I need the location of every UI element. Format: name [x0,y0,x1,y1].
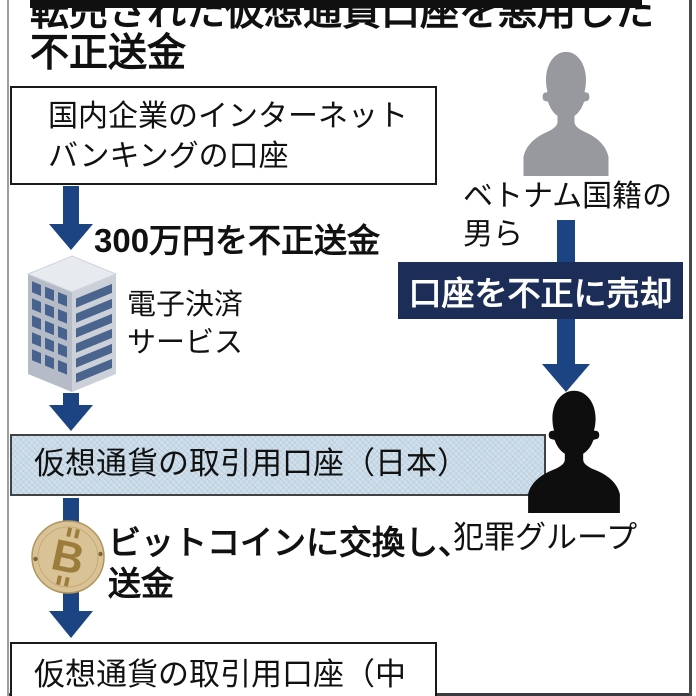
china-account-box: 仮想通貨の取引用口座（中国） [10,642,437,696]
down-arrow-icon [49,186,93,250]
source-account-line1: 国内企業のインターネット [48,100,408,133]
frame-right-border [689,0,692,696]
payment-service-line1: 電子決済 [127,289,244,321]
source-account-text: 国内企業のインターネット バンキングの口座 [12,88,435,177]
sell-account-banner: 口座を不正に売却 [398,262,683,319]
bitcoin-exchange-label: ビットコインに交換し、 送金 [108,522,471,604]
vietnamese-men-label: ベトナム国籍の 男ら [463,178,672,254]
crime-group-label: 犯罪グループ [453,520,638,555]
payment-service-line2: サービス [127,327,244,359]
japan-account-text: 仮想通貨の取引用口座（日本） [34,446,468,481]
source-account-box: 国内企業のインターネット バンキングの口座 [10,86,437,185]
person-silhouette-gray-icon [523,51,609,176]
person-silhouette-black-icon [528,390,620,513]
source-account-line2: バンキングの口座 [48,140,289,173]
bitcoin-coin-icon: B [31,520,105,594]
vietnamese-men-line2: 男ら [463,218,523,251]
bitcoin-exchange-line2: 送金 [108,565,174,602]
japan-account-bar: 仮想通貨の取引用口座（日本） [10,434,546,496]
transfer-amount-label: 300万円を不正送金 [94,222,381,259]
office-building-icon [26,255,118,392]
payment-service-label: 電子決済 サービス [127,286,243,362]
china-account-text: 仮想通貨の取引用口座（中国） [34,657,406,692]
vietnamese-men-line1: ベトナム国籍の [463,180,673,213]
down-arrow-icon [49,393,93,431]
page-title-line2: 不正送金 [30,32,187,75]
frame-left-border [7,0,9,696]
title-top-rule [30,0,642,8]
sell-account-banner-text: 口座を不正に売却 [408,274,673,312]
bitcoin-exchange-line1: ビットコインに交換し、 [108,524,471,561]
